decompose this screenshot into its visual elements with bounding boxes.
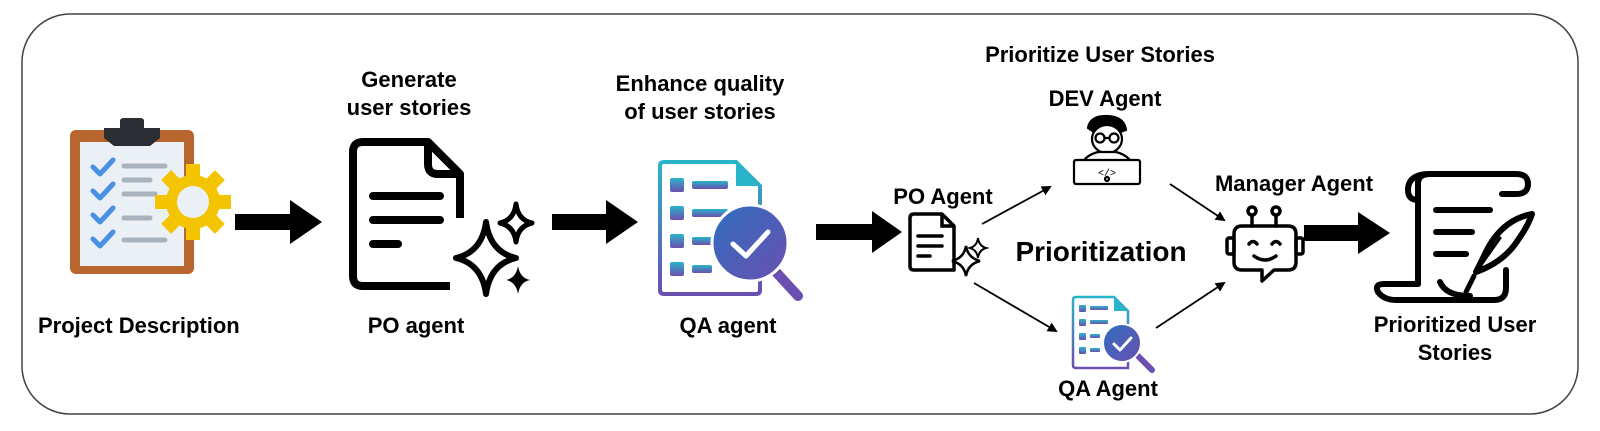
qa-agent-small-label: QA Agent: [1058, 376, 1158, 401]
checklist-magnifier-icon: [658, 160, 803, 301]
clipboard-gear-icon: [70, 118, 231, 274]
project-description-label: Project Description: [38, 313, 240, 338]
diagram-frame: [21, 13, 1579, 415]
flow-arrow-2: [552, 200, 638, 244]
qa-caption-line1: Enhance quality: [615, 71, 785, 96]
developer-icon: </>: [1072, 114, 1142, 186]
po-caption: Generate user stories: [336, 66, 482, 121]
document-sparkle-icon: [349, 138, 535, 297]
po-caption-line1: Generate: [361, 67, 457, 92]
svg-text:</>: </>: [1098, 168, 1116, 180]
qa-caption: Enhance quality of user stories: [600, 70, 800, 125]
qa-caption-line2: of user stories: [624, 98, 776, 124]
prioritized-stories-line1: Prioritized User: [1373, 312, 1537, 337]
arrow-po-to-dev: [981, 186, 1052, 225]
prioritization-label: Prioritization: [1015, 236, 1187, 267]
flow-arrow-3: [816, 211, 902, 253]
arrow-po-to-qa: [973, 282, 1058, 333]
robot-manager-icon: [1225, 205, 1305, 283]
qa-agent-checklist-icon: [1071, 295, 1155, 373]
po-agent-document-icon: [908, 212, 990, 277]
scroll-quill-icon: [1373, 171, 1535, 303]
manager-agent-label: Manager Agent: [1214, 171, 1374, 196]
qa-agent-label: QA agent: [679, 313, 777, 338]
flow-arrow-1: [235, 200, 322, 244]
arrow-dev-to-manager: [1169, 183, 1226, 222]
thin-arrows: [973, 183, 1226, 333]
arrow-qa-to-manager: [1155, 281, 1226, 329]
po-agent-small-label: PO Agent: [893, 184, 993, 209]
prioritize-title: Prioritize User Stories: [985, 42, 1215, 67]
prioritized-stories-line2: Stories: [1417, 339, 1493, 365]
prioritized-stories-label: Prioritized User Stories: [1360, 311, 1550, 366]
flow-arrow-4: [1304, 212, 1390, 254]
dev-agent-label: DEV Agent: [1048, 86, 1162, 111]
po-agent-label: PO agent: [367, 313, 465, 338]
po-caption-line2: user stories: [346, 94, 472, 120]
